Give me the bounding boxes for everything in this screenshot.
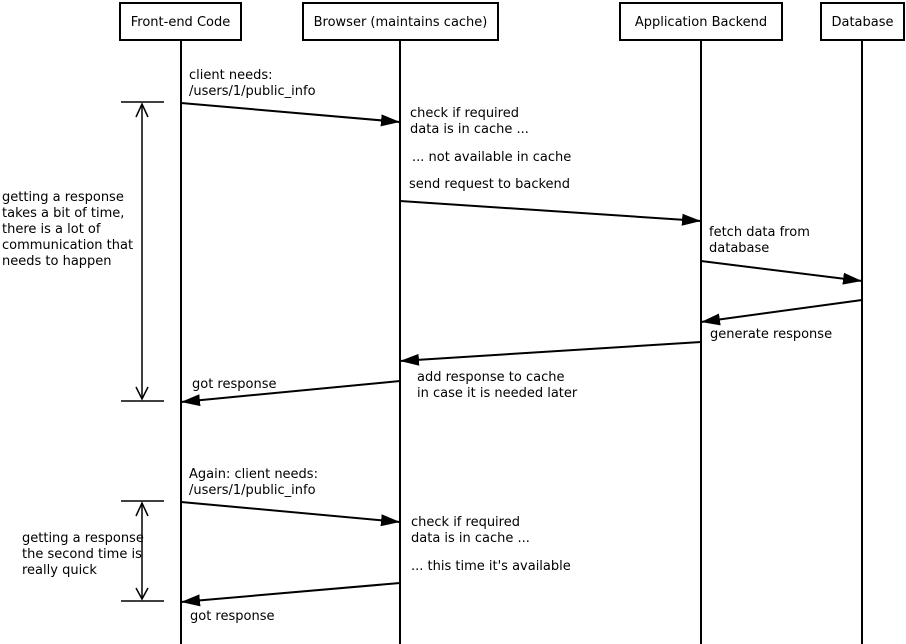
measure-fast-down-arrowhead-icon [135, 587, 149, 601]
actor-database-label: Database [831, 15, 893, 30]
label-send-request: send request to backend [409, 177, 570, 192]
label-add-cache-line2: in case it is needed later [417, 386, 578, 401]
actor-database: Database [820, 2, 905, 41]
measure-slow-up-arrowhead-icon [135, 102, 149, 118]
label-add-cache-line1: add response to cache [417, 370, 564, 385]
label-check1-line1: check if required [410, 106, 519, 121]
measure-fast-up-arrowhead-icon [135, 501, 149, 517]
actor-frontend: Front-end Code [119, 2, 242, 41]
measure-slow-down-arrowhead-icon [135, 386, 149, 401]
message-arrow-request1 [180, 102, 401, 127]
actor-browser-label: Browser (maintains cache) [314, 15, 488, 30]
label-generate-response: generate response [710, 327, 832, 342]
label-check2-line1: check if required [411, 515, 520, 530]
actor-backend-box [619, 2, 783, 41]
measure-arrow-fast [121, 500, 164, 602]
note-fast-line2: the second time is [22, 547, 142, 562]
label-request2-line1: Again: client needs: [189, 467, 318, 482]
label-not-available: ... not available in cache [412, 150, 571, 165]
note-slow-response: getting a response takes a bit of time, … [2, 190, 133, 269]
note-slow-line2: takes a bit of time, [2, 206, 124, 221]
label-check1-line2: data is in cache ... [410, 122, 529, 137]
message-arrow-got-response1 [180, 380, 401, 407]
actor-browser-box [302, 2, 499, 41]
message-arrow-request2 [180, 501, 401, 527]
label-got-response2: got response [190, 609, 274, 624]
message-arrow-fetch-data [700, 260, 863, 285]
note-fast-response: getting a response the second time is re… [22, 531, 144, 578]
note-fast-line1: getting a response [22, 531, 144, 546]
note-slow-line1: getting a response [2, 190, 124, 205]
actor-frontend-label: Front-end Code [131, 15, 230, 30]
label-request1-line1: client needs: [189, 68, 272, 83]
label-available: ... this time it's available [411, 559, 571, 574]
actor-backend: Application Backend [619, 2, 783, 41]
label-request1-line2: /users/1/public_info [189, 84, 316, 99]
label-check2-line2: data is in cache ... [411, 531, 530, 546]
note-fast-line3: really quick [22, 563, 97, 578]
note-slow-line5: needs to happen [2, 254, 112, 269]
actor-frontend-box [119, 2, 242, 41]
message-arrow-backend-response [399, 341, 702, 366]
note-slow-line3: there is a lot of [2, 222, 101, 237]
label-got-response1: got response [192, 377, 276, 392]
label-fetch-line2: database [709, 241, 769, 256]
message-arrow-db-response [700, 299, 863, 326]
measure-arrow-slow [121, 101, 164, 402]
message-arrow-send-request [399, 200, 702, 226]
message-arrow-got-response2 [180, 582, 401, 607]
note-slow-line4: communication that [2, 238, 133, 253]
label-request2-line2: /users/1/public_info [189, 483, 316, 498]
label-fetch-line1: fetch data from [709, 225, 810, 240]
actor-database-box [820, 2, 905, 41]
actor-browser: Browser (maintains cache) [302, 2, 499, 41]
actor-backend-label: Application Backend [635, 15, 767, 30]
